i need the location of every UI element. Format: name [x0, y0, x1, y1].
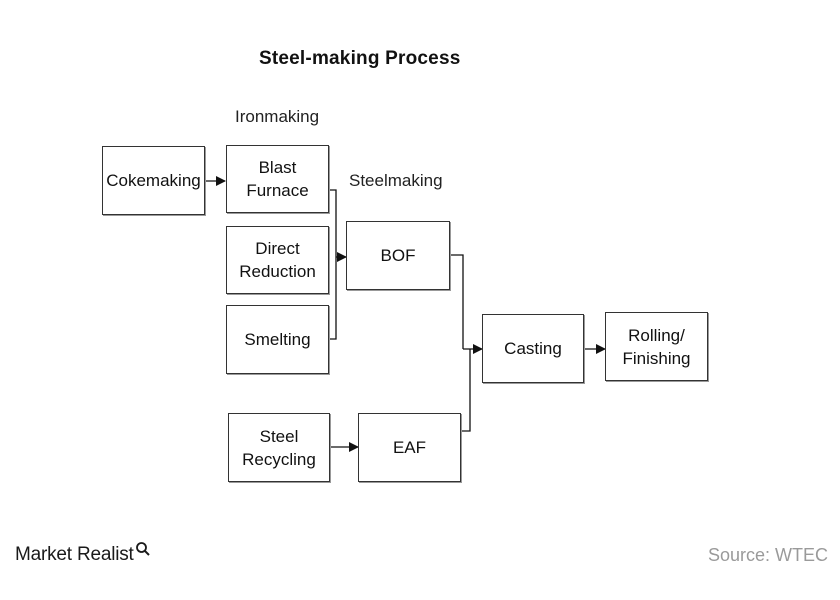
bof-box: BOF [346, 221, 450, 290]
eaf-to-casting-line [461, 349, 471, 432]
bof-label: BOF [380, 246, 416, 265]
rolling-finishing-box: Rolling/ Finishing [605, 312, 708, 381]
blast-furnace-label: Blast Furnace [246, 158, 309, 200]
source-credit: Source: WTEC [707, 545, 828, 565]
brand-name: Market Realist [15, 544, 134, 565]
bof-to-casting-line [450, 254, 464, 349]
brand-logo: Market Realist [15, 541, 151, 566]
magnifier-icon [135, 541, 151, 563]
iron-collector-line [329, 189, 337, 340]
smelting-box: Smelting [226, 305, 329, 374]
casting-label: Casting [504, 339, 562, 358]
cokemaking-label: Cokemaking [106, 171, 201, 190]
diagram-title: Steel-making Process [259, 48, 461, 69]
eaf-box: EAF [358, 413, 461, 482]
steelmaking-label: Steelmaking [349, 171, 443, 190]
blast-furnace-box: Blast Furnace [226, 145, 329, 213]
cokemaking-box: Cokemaking [102, 146, 205, 215]
steel-recycling-box: Steel Recycling [228, 413, 330, 482]
direct-reduction-box: Direct Reduction [226, 226, 329, 294]
casting-box: Casting [482, 314, 584, 383]
steel-recycling-label: Steel Recycling [242, 426, 316, 469]
rolling-finishing-label: Rolling/ Finishing [622, 325, 691, 368]
ironmaking-label: Ironmaking [235, 107, 320, 126]
eaf-label: EAF [392, 438, 427, 457]
smelting-label: Smelting [244, 330, 311, 349]
direct-reduction-label: Direct Reduction [239, 239, 316, 281]
